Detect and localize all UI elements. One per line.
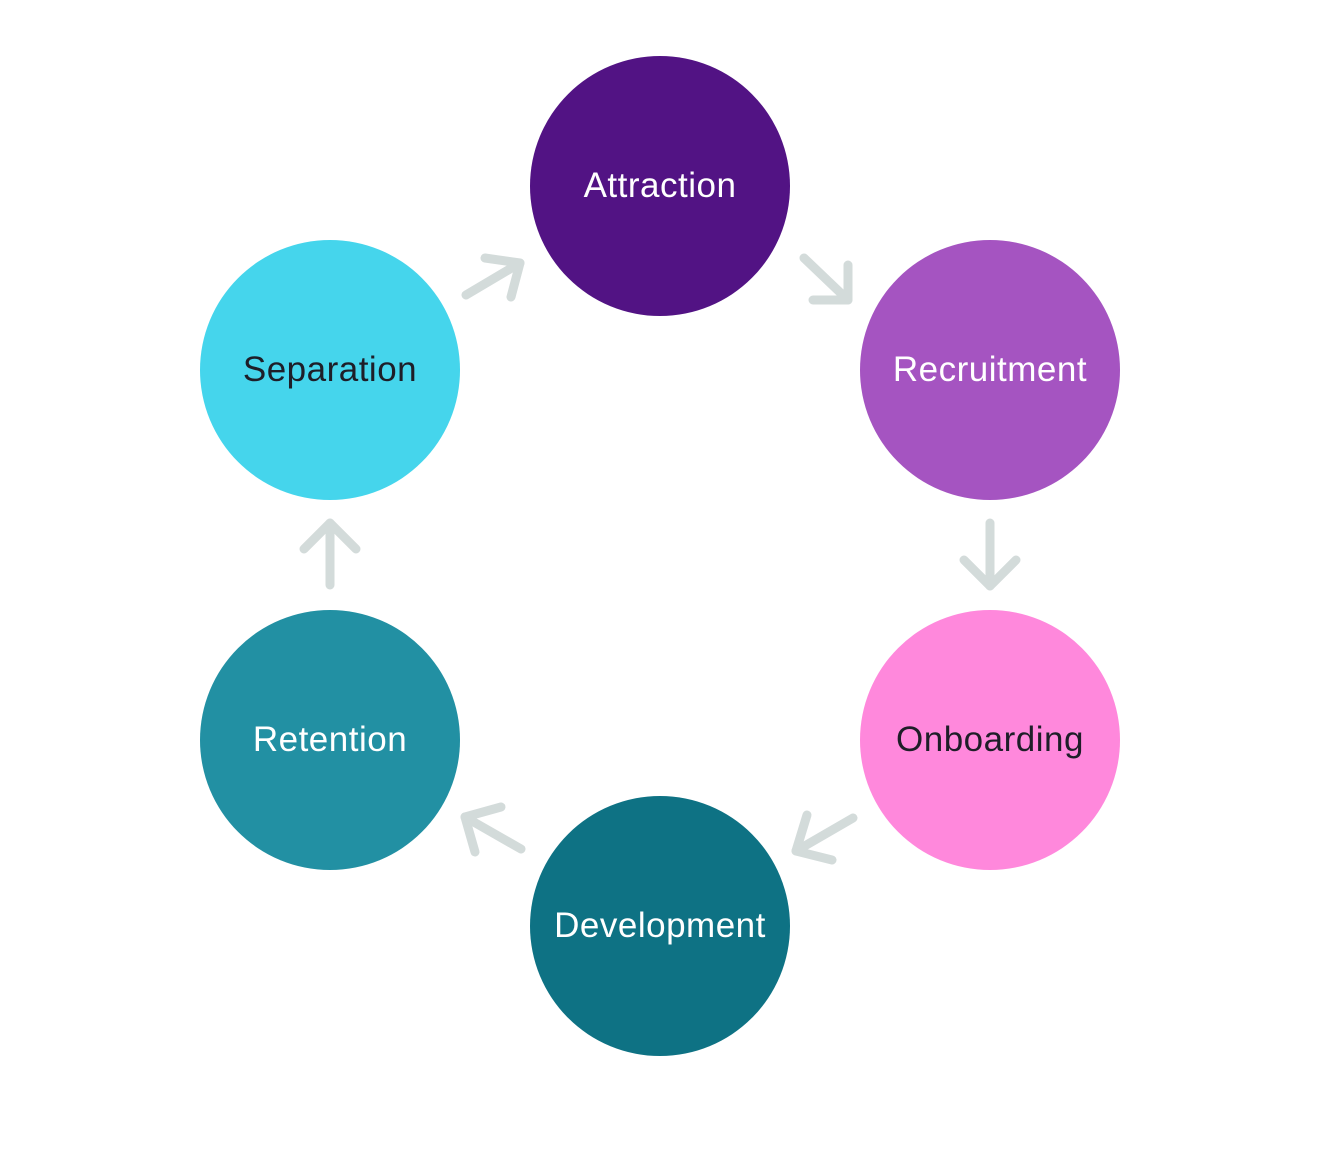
- arrow-separation-to-attraction: [461, 253, 525, 302]
- stage-attraction: Attraction: [530, 56, 790, 316]
- arrow-retention-to-separation: [299, 518, 361, 590]
- stage-onboarding: Onboarding: [860, 610, 1120, 870]
- stage-label: Attraction: [583, 166, 737, 205]
- stage-label: Retention: [252, 720, 408, 759]
- arrow-development-to-retention: [460, 802, 526, 857]
- arrow-onboarding-to-development: [791, 810, 858, 865]
- stage-separation: Separation: [200, 240, 460, 500]
- arrow-attraction-to-recruitment: [799, 253, 853, 305]
- stage-development: Development: [530, 796, 790, 1056]
- stage-label: Separation: [242, 350, 418, 389]
- arrow-recruitment-to-onboarding: [959, 518, 1021, 591]
- stage-label: Onboarding: [896, 720, 1084, 759]
- stage-label: Development: [554, 906, 766, 945]
- stage-label: Recruitment: [892, 350, 1088, 389]
- stage-recruitment: Recruitment: [860, 240, 1120, 500]
- stage-retention: Retention: [200, 610, 460, 870]
